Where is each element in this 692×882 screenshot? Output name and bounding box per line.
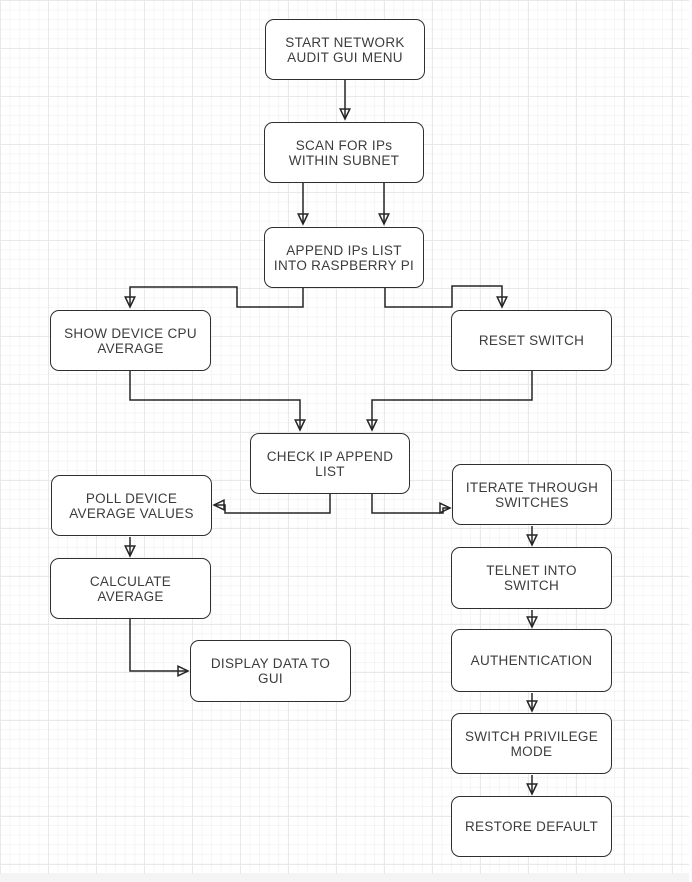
flow-node-poll[interactable]: POLL DEVICE AVERAGE VALUES xyxy=(51,475,212,536)
flow-node-label: SHOW DEVICE CPU AVERAGE xyxy=(64,325,197,356)
flow-node-calc[interactable]: CALCULATE AVERAGE xyxy=(50,558,211,619)
flow-node-label: DISPLAY DATA TO GUI xyxy=(210,656,331,686)
flow-node-scan[interactable]: SCAN FOR IPs WITHIN SUBNET xyxy=(264,122,424,183)
flow-node-iterate[interactable]: ITERATE THROUGH SWITCHES xyxy=(452,464,612,525)
flow-node-append[interactable]: APPEND IPs LIST INTO RASPBERRY PI xyxy=(264,227,424,288)
flow-node-label: POLL DEVICE AVERAGE VALUES xyxy=(69,490,194,521)
flow-node-label: RESET SWITCH xyxy=(478,333,585,348)
edge-calc-display[interactable] xyxy=(129,619,190,677)
flow-node-check[interactable]: CHECK IP APPEND LIST xyxy=(250,433,410,494)
canvas-bottom-edge xyxy=(0,874,692,882)
flow-node-label: START NETWORK AUDIT GUI MENU xyxy=(285,34,405,65)
flow-node-start[interactable]: START NETWORK AUDIT GUI MENU xyxy=(265,19,425,80)
edge-check-poll[interactable] xyxy=(212,494,331,514)
edge-showcpu-check[interactable] xyxy=(129,371,306,432)
flow-node-label: APPEND IPs LIST INTO RASPBERRY PI xyxy=(273,242,415,273)
flow-node-telnet[interactable]: TELNET INTO SWITCH xyxy=(451,547,612,609)
flow-node-display[interactable]: DISPLAY DATA TO GUI xyxy=(190,640,351,702)
flow-node-label: AUTHENTICATION xyxy=(470,653,593,668)
edge-append-showcpu[interactable] xyxy=(124,286,304,309)
flow-node-label: CHECK IP APPEND LIST xyxy=(266,448,394,479)
edge-append-reset[interactable] xyxy=(384,285,508,309)
canvas-right-edge xyxy=(689,0,692,882)
flow-node-auth[interactable]: AUTHENTICATION xyxy=(451,629,612,692)
flow-node-label: ITERATE THROUGH SWITCHES xyxy=(465,479,599,510)
flow-node-show-cpu[interactable]: SHOW DEVICE CPU AVERAGE xyxy=(50,310,211,371)
flow-node-label: TELNET INTO SWITCH xyxy=(486,563,577,593)
flow-node-label: CALCULATE AVERAGE xyxy=(89,573,172,604)
flow-node-restore[interactable]: RESTORE DEFAULT xyxy=(451,796,612,857)
flow-node-label: SCAN FOR IPs WITHIN SUBNET xyxy=(288,137,400,168)
edge-check-iterate[interactable] xyxy=(371,494,452,514)
flow-node-label: RESTORE DEFAULT xyxy=(464,819,599,834)
flow-node-reset[interactable]: RESET SWITCH xyxy=(451,310,612,371)
flow-node-privilege[interactable]: SWITCH PRIVILEGE MODE xyxy=(451,713,612,774)
flow-node-label: SWITCH PRIVILEGE MODE xyxy=(464,728,599,759)
edge-reset-check[interactable] xyxy=(366,371,533,432)
